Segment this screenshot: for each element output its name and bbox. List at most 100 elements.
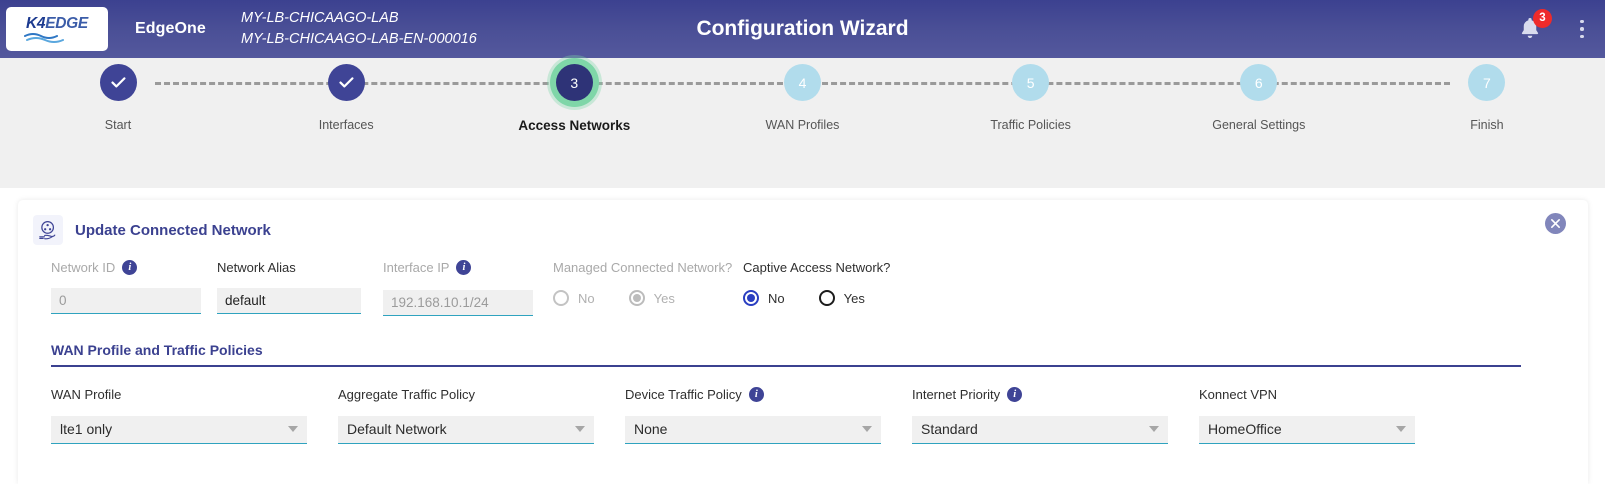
step-circle xyxy=(99,64,137,101)
captive-network-option-no[interactable]: No xyxy=(743,290,785,306)
aggregate-traffic-policy-value: Default Network xyxy=(347,421,447,437)
wan-profile-value: lte1 only xyxy=(60,421,113,437)
konnect-vpn-value: HomeOffice xyxy=(1208,421,1282,437)
device-traffic-policy-select[interactable]: None xyxy=(625,415,881,444)
step-label: General Settings xyxy=(1212,118,1306,132)
aggregate-traffic-policy-label: Aggregate Traffic Policy xyxy=(338,387,476,402)
konnect-vpn-field: Konnect VPN HomeOffice xyxy=(1199,386,1486,444)
chevron-down-icon xyxy=(1396,426,1406,432)
check-icon xyxy=(110,77,125,88)
radio-label: No xyxy=(768,290,785,306)
konnect-vpn-select[interactable]: HomeOffice xyxy=(1199,415,1415,444)
logo-text-k4: K4 xyxy=(26,15,46,32)
connected-network-icon xyxy=(33,215,63,245)
section-divider xyxy=(51,365,1521,367)
overflow-menu-button[interactable] xyxy=(1571,14,1593,44)
internet-priority-field: Internet Priority i Standard xyxy=(912,386,1199,444)
brand-name: EdgeOne xyxy=(135,20,206,37)
device-traffic-policy-field: Device Traffic Policy i None xyxy=(625,386,912,444)
notification-badge: 3 xyxy=(1533,9,1552,28)
radio-label: No xyxy=(578,290,595,306)
radio-icon xyxy=(818,290,835,306)
network-id-field: Network ID i xyxy=(51,258,217,314)
chevron-down-icon xyxy=(575,426,585,432)
notifications-button[interactable]: 3 xyxy=(1515,9,1552,44)
info-icon[interactable]: i xyxy=(456,259,472,275)
device-name: MY-LB-CHICAAGO-LAB xyxy=(240,10,399,26)
managed-network-radios: No Yes xyxy=(553,290,743,306)
chevron-down-icon xyxy=(288,426,298,432)
managed-network-option-yes[interactable]: Yes xyxy=(628,290,675,306)
panel-title: Update Connected Network xyxy=(75,221,271,239)
network-fields-row: Network ID i Network Alias Interface IP … xyxy=(18,258,1588,316)
chevron-down-icon xyxy=(862,426,872,432)
radio-label: Yes xyxy=(843,290,865,306)
close-panel-button[interactable] xyxy=(1545,213,1566,234)
aggregate-traffic-policy-field: Aggregate Traffic Policy Default Network xyxy=(338,386,625,444)
managed-network-option-no[interactable]: No xyxy=(553,290,595,306)
radio-icon xyxy=(628,290,645,306)
internet-priority-label: Internet Priority i xyxy=(912,386,1199,404)
kebab-dot xyxy=(1580,27,1584,31)
device-id: MY-LB-CHICAAGO-LAB-EN-000016 xyxy=(240,31,477,47)
wan-profile-field: WAN Profile lte1 only xyxy=(51,386,338,444)
logo-text-edge: EDGE xyxy=(45,15,88,32)
internet-priority-select[interactable]: Standard xyxy=(912,415,1168,444)
managed-connected-network-group: Managed Connected Network? No Yes xyxy=(553,258,743,306)
panel-header: Update Connected Network xyxy=(18,200,1588,248)
network-id-label: Network ID i xyxy=(51,258,217,276)
step-label: Interfaces xyxy=(318,118,374,132)
radio-label: Yes xyxy=(653,290,675,306)
k4edge-logo[interactable]: K4EDGE xyxy=(6,7,108,51)
step-circle: 4 xyxy=(783,64,821,101)
step-circle: 6 xyxy=(1240,64,1278,101)
chevron-down-icon xyxy=(1149,426,1159,432)
interface-ip-field: Interface IP i xyxy=(383,258,553,316)
wan-section-title: WAN Profile and Traffic Policies xyxy=(51,342,263,358)
info-icon[interactable]: i xyxy=(1007,387,1023,402)
step-circle xyxy=(327,64,365,101)
info-icon[interactable]: i xyxy=(748,387,764,402)
internet-priority-value: Standard xyxy=(921,421,978,437)
step-label: Start xyxy=(104,118,132,132)
network-id-input[interactable] xyxy=(51,288,201,314)
update-connected-network-panel: Update Connected Network Network ID i Ne… xyxy=(18,200,1588,484)
network-alias-label: Network Alias xyxy=(217,259,296,275)
device-info: MY-LB-CHICAAGO-LAB MY-LB-CHICAAGO-LAB-EN… xyxy=(241,8,477,50)
wan-profile-label: WAN Profile xyxy=(51,387,122,402)
network-share-icon xyxy=(38,220,55,239)
radio-icon xyxy=(553,290,569,306)
kebab-dot xyxy=(1580,19,1584,24)
interface-ip-input[interactable] xyxy=(383,290,533,316)
wave-icon xyxy=(24,33,64,43)
managed-network-label: Managed Connected Network? xyxy=(553,259,733,275)
captive-network-label: Captive Access Network? xyxy=(743,259,891,275)
wizard-stepper: Start Interfaces 3 Access Networks 4 WAN… xyxy=(0,58,1605,188)
captive-access-network-group: Captive Access Network? No Yes xyxy=(743,258,933,306)
header-actions: 3 xyxy=(1515,0,1605,58)
step-label: Access Networks xyxy=(518,118,631,133)
app-header: K4EDGE EdgeOne MY-LB-CHICAAGO-LAB MY-LB-… xyxy=(0,0,1605,58)
radio-icon xyxy=(743,290,759,306)
captive-network-radios: No Yes xyxy=(743,290,933,306)
step-circle: 7 xyxy=(1468,64,1506,101)
device-traffic-policy-value: None xyxy=(634,421,668,437)
wan-profile-select[interactable]: lte1 only xyxy=(51,415,307,444)
captive-network-option-yes[interactable]: Yes xyxy=(818,290,865,306)
network-alias-field: Network Alias xyxy=(217,258,383,314)
step-label: Traffic Policies xyxy=(990,118,1071,132)
close-icon xyxy=(1551,219,1560,228)
interface-ip-label: Interface IP i xyxy=(383,258,553,276)
step-circle: 5 xyxy=(1012,64,1050,101)
device-traffic-policy-label: Device Traffic Policy i xyxy=(625,386,912,404)
konnect-vpn-label: Konnect VPN xyxy=(1199,387,1278,402)
network-alias-input[interactable] xyxy=(217,288,361,314)
kebab-dot xyxy=(1580,34,1584,39)
aggregate-traffic-policy-select[interactable]: Default Network xyxy=(338,415,594,444)
info-icon[interactable]: i xyxy=(122,259,138,275)
check-icon xyxy=(339,77,354,88)
step-label: Finish xyxy=(1470,118,1504,132)
step-circle: 3 xyxy=(555,64,593,101)
step-label: WAN Profiles xyxy=(765,118,840,132)
policy-selects-row: WAN Profile lte1 only Aggregate Traffic … xyxy=(18,386,1588,444)
